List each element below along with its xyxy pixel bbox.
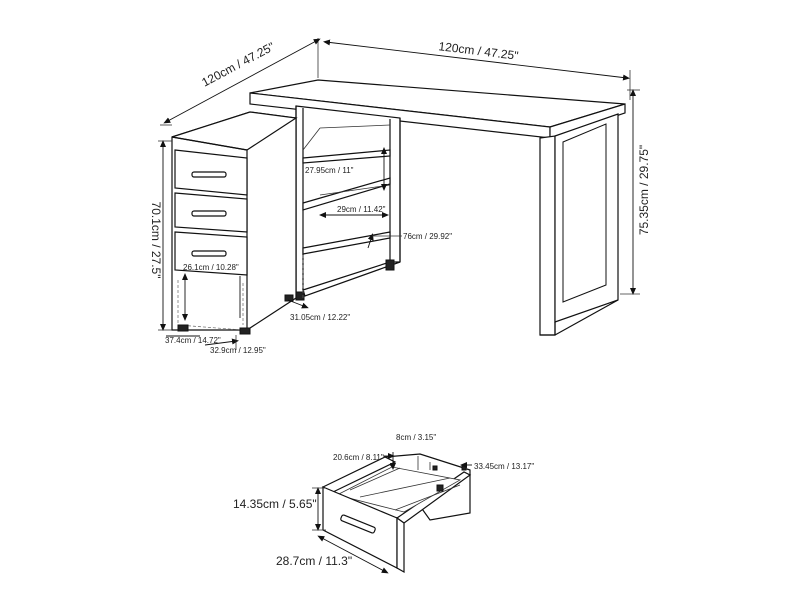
drawer-dimension-lines	[312, 452, 472, 574]
cabinet-drawer-1	[174, 149, 248, 196]
cabinet-width-label: 32.9cm / 12.95"	[210, 346, 266, 355]
drawer-handle-icon	[191, 171, 227, 178]
top-width-label: 120cm / 47.25"	[438, 39, 519, 63]
drawer-front-height-label: 14.35cm / 5.65"	[233, 497, 317, 511]
drawer-cabinet	[171, 111, 298, 335]
cabinet-drawer-2	[174, 192, 248, 233]
shelf-height-label: 27.95cm / 11"	[305, 166, 354, 175]
drawer-inner-height-label: 26.1cm / 10.28"	[183, 263, 239, 272]
cabinet-depth-label: 37.4cm / 14.72"	[165, 336, 221, 345]
desk-metal-leg	[539, 113, 619, 336]
inner-depth-label: 76cm / 29.92"	[403, 232, 452, 241]
open-shelf-unit	[295, 105, 401, 301]
drawer-front-handle-icon	[340, 514, 376, 534]
cabinet-drawer-3	[174, 231, 248, 276]
drawer-front-width-label: 28.7cm / 11.3"	[276, 554, 352, 568]
desk-top	[249, 79, 626, 139]
side-depth-label: 120cm / 47.25"	[199, 39, 276, 89]
dimension-lines	[158, 38, 640, 350]
drawer-dimension-labels: 8cm / 3.15" 20.6cm / 8.11" 33.45cm / 13.…	[233, 433, 534, 568]
drawer-handle-icon	[191, 250, 227, 257]
shelf-depth-label: 31.05cm / 12.22"	[290, 313, 350, 322]
shelf-width-label: 29cm / 11.42"	[337, 205, 386, 214]
drawer-drawing: 8cm / 3.15" 20.6cm / 8.11" 33.45cm / 13.…	[233, 433, 534, 574]
desk-drawing: 120cm / 47.25" 120cm / 47.25" 75.35cm / …	[149, 38, 651, 355]
drawer-handle-icon	[191, 210, 227, 217]
cabinet-height-label: 70.1cm / 27.5"	[149, 202, 163, 279]
drawer-inner-width-label: 20.6cm / 8.11"	[333, 453, 384, 462]
drawer-inner-height-label: 8cm / 3.15"	[396, 433, 436, 442]
desk-height-label: 75.35cm / 29.75"	[637, 145, 651, 235]
drawer-inner-depth-label: 33.45cm / 13.17"	[474, 462, 534, 471]
